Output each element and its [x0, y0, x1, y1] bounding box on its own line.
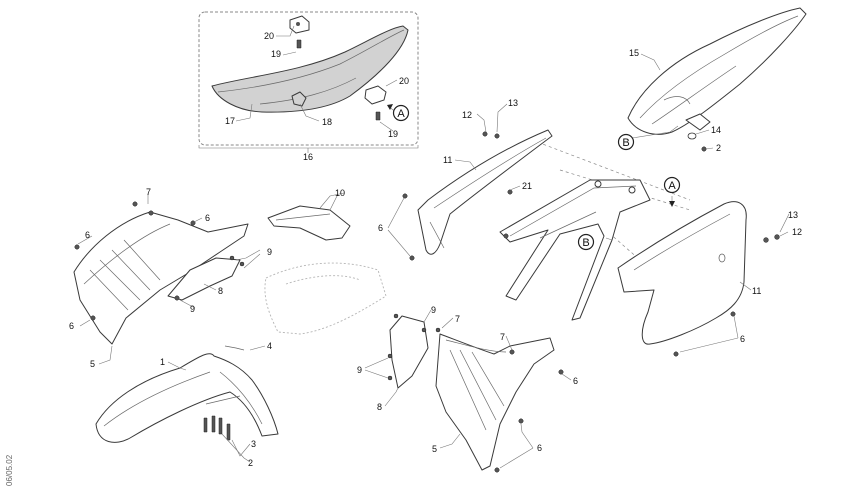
subframe: [499, 179, 651, 321]
callout-9: 9: [190, 304, 195, 314]
callout-11: 11: [443, 155, 452, 165]
callout-19: 19: [388, 129, 398, 139]
callout-10: 10: [335, 188, 345, 198]
callout-21: 21: [522, 181, 532, 191]
ref-b-fender-label: B: [622, 137, 629, 149]
seat-bracket-rear: [364, 85, 387, 105]
callout-5: 5: [432, 444, 437, 454]
shroud-insert-left: [167, 257, 241, 301]
callout-8: 8: [377, 402, 382, 412]
callout-6: 6: [740, 334, 745, 344]
reference-markers: A A B B: [392, 104, 681, 251]
callout-18: 18: [322, 117, 332, 127]
callout-5: 5: [90, 359, 95, 369]
side-panel-right: [617, 201, 747, 345]
callout-20: 20: [264, 31, 274, 41]
callout-20: 20: [399, 76, 409, 86]
callout-9: 9: [357, 365, 362, 375]
seat-group: [198, 11, 419, 153]
callout-19: 19: [271, 49, 281, 59]
seat: [211, 25, 409, 113]
callout-15: 15: [629, 48, 639, 58]
callout-14: 14: [711, 125, 721, 135]
diagram-code: 06/05.02: [5, 454, 14, 486]
ref-b-subframe-label: B: [582, 237, 589, 249]
callout-6: 6: [85, 230, 90, 240]
part-callouts: 20 19 20 19 17 18 16 15 14 2 10 11 12 13…: [69, 31, 802, 468]
callout-16: 16: [303, 152, 313, 162]
seat-group-frame: [198, 11, 419, 146]
callout-17: 17: [225, 116, 235, 126]
ref-a-seat-label: A: [397, 108, 405, 120]
callout-7: 7: [455, 314, 460, 324]
shroud-insert-right: [389, 315, 429, 389]
callout-6: 6: [378, 223, 383, 233]
fuel-tank: [264, 262, 387, 335]
seat-latch: [291, 91, 307, 107]
callout-6: 6: [537, 443, 542, 453]
callout-13: 13: [788, 210, 798, 220]
callout-1: 1: [160, 357, 165, 367]
callout-7: 7: [500, 332, 505, 342]
callout-9: 9: [431, 305, 436, 315]
callout-7: 7: [146, 187, 151, 197]
callout-2: 2: [248, 458, 253, 468]
front-fender: [95, 353, 279, 443]
callout-8: 8: [218, 286, 223, 296]
rear-fender: [627, 7, 807, 135]
callout-3: 3: [251, 439, 256, 449]
ref-b-subframe: [577, 233, 595, 251]
side-panel-left: [417, 129, 553, 255]
callout-4: 4: [267, 341, 272, 351]
callout-12: 12: [792, 227, 802, 237]
callout-11: 11: [752, 286, 761, 296]
ref-a-panel: [663, 176, 681, 194]
leader-lines: [77, 25, 790, 469]
callout-6: 6: [69, 321, 74, 331]
callout-13: 13: [508, 98, 518, 108]
callout-12: 12: [462, 110, 472, 120]
callout-6: 6: [573, 376, 578, 386]
callout-2: 2: [716, 143, 721, 153]
ref-a-panel-label: A: [668, 180, 676, 192]
callout-9: 9: [267, 247, 272, 257]
fasteners: [74, 131, 780, 473]
ref-b-fender: [617, 133, 635, 151]
tank-cover: [267, 205, 351, 241]
callout-6: 6: [205, 213, 210, 223]
ref-a-seat: [392, 104, 410, 122]
